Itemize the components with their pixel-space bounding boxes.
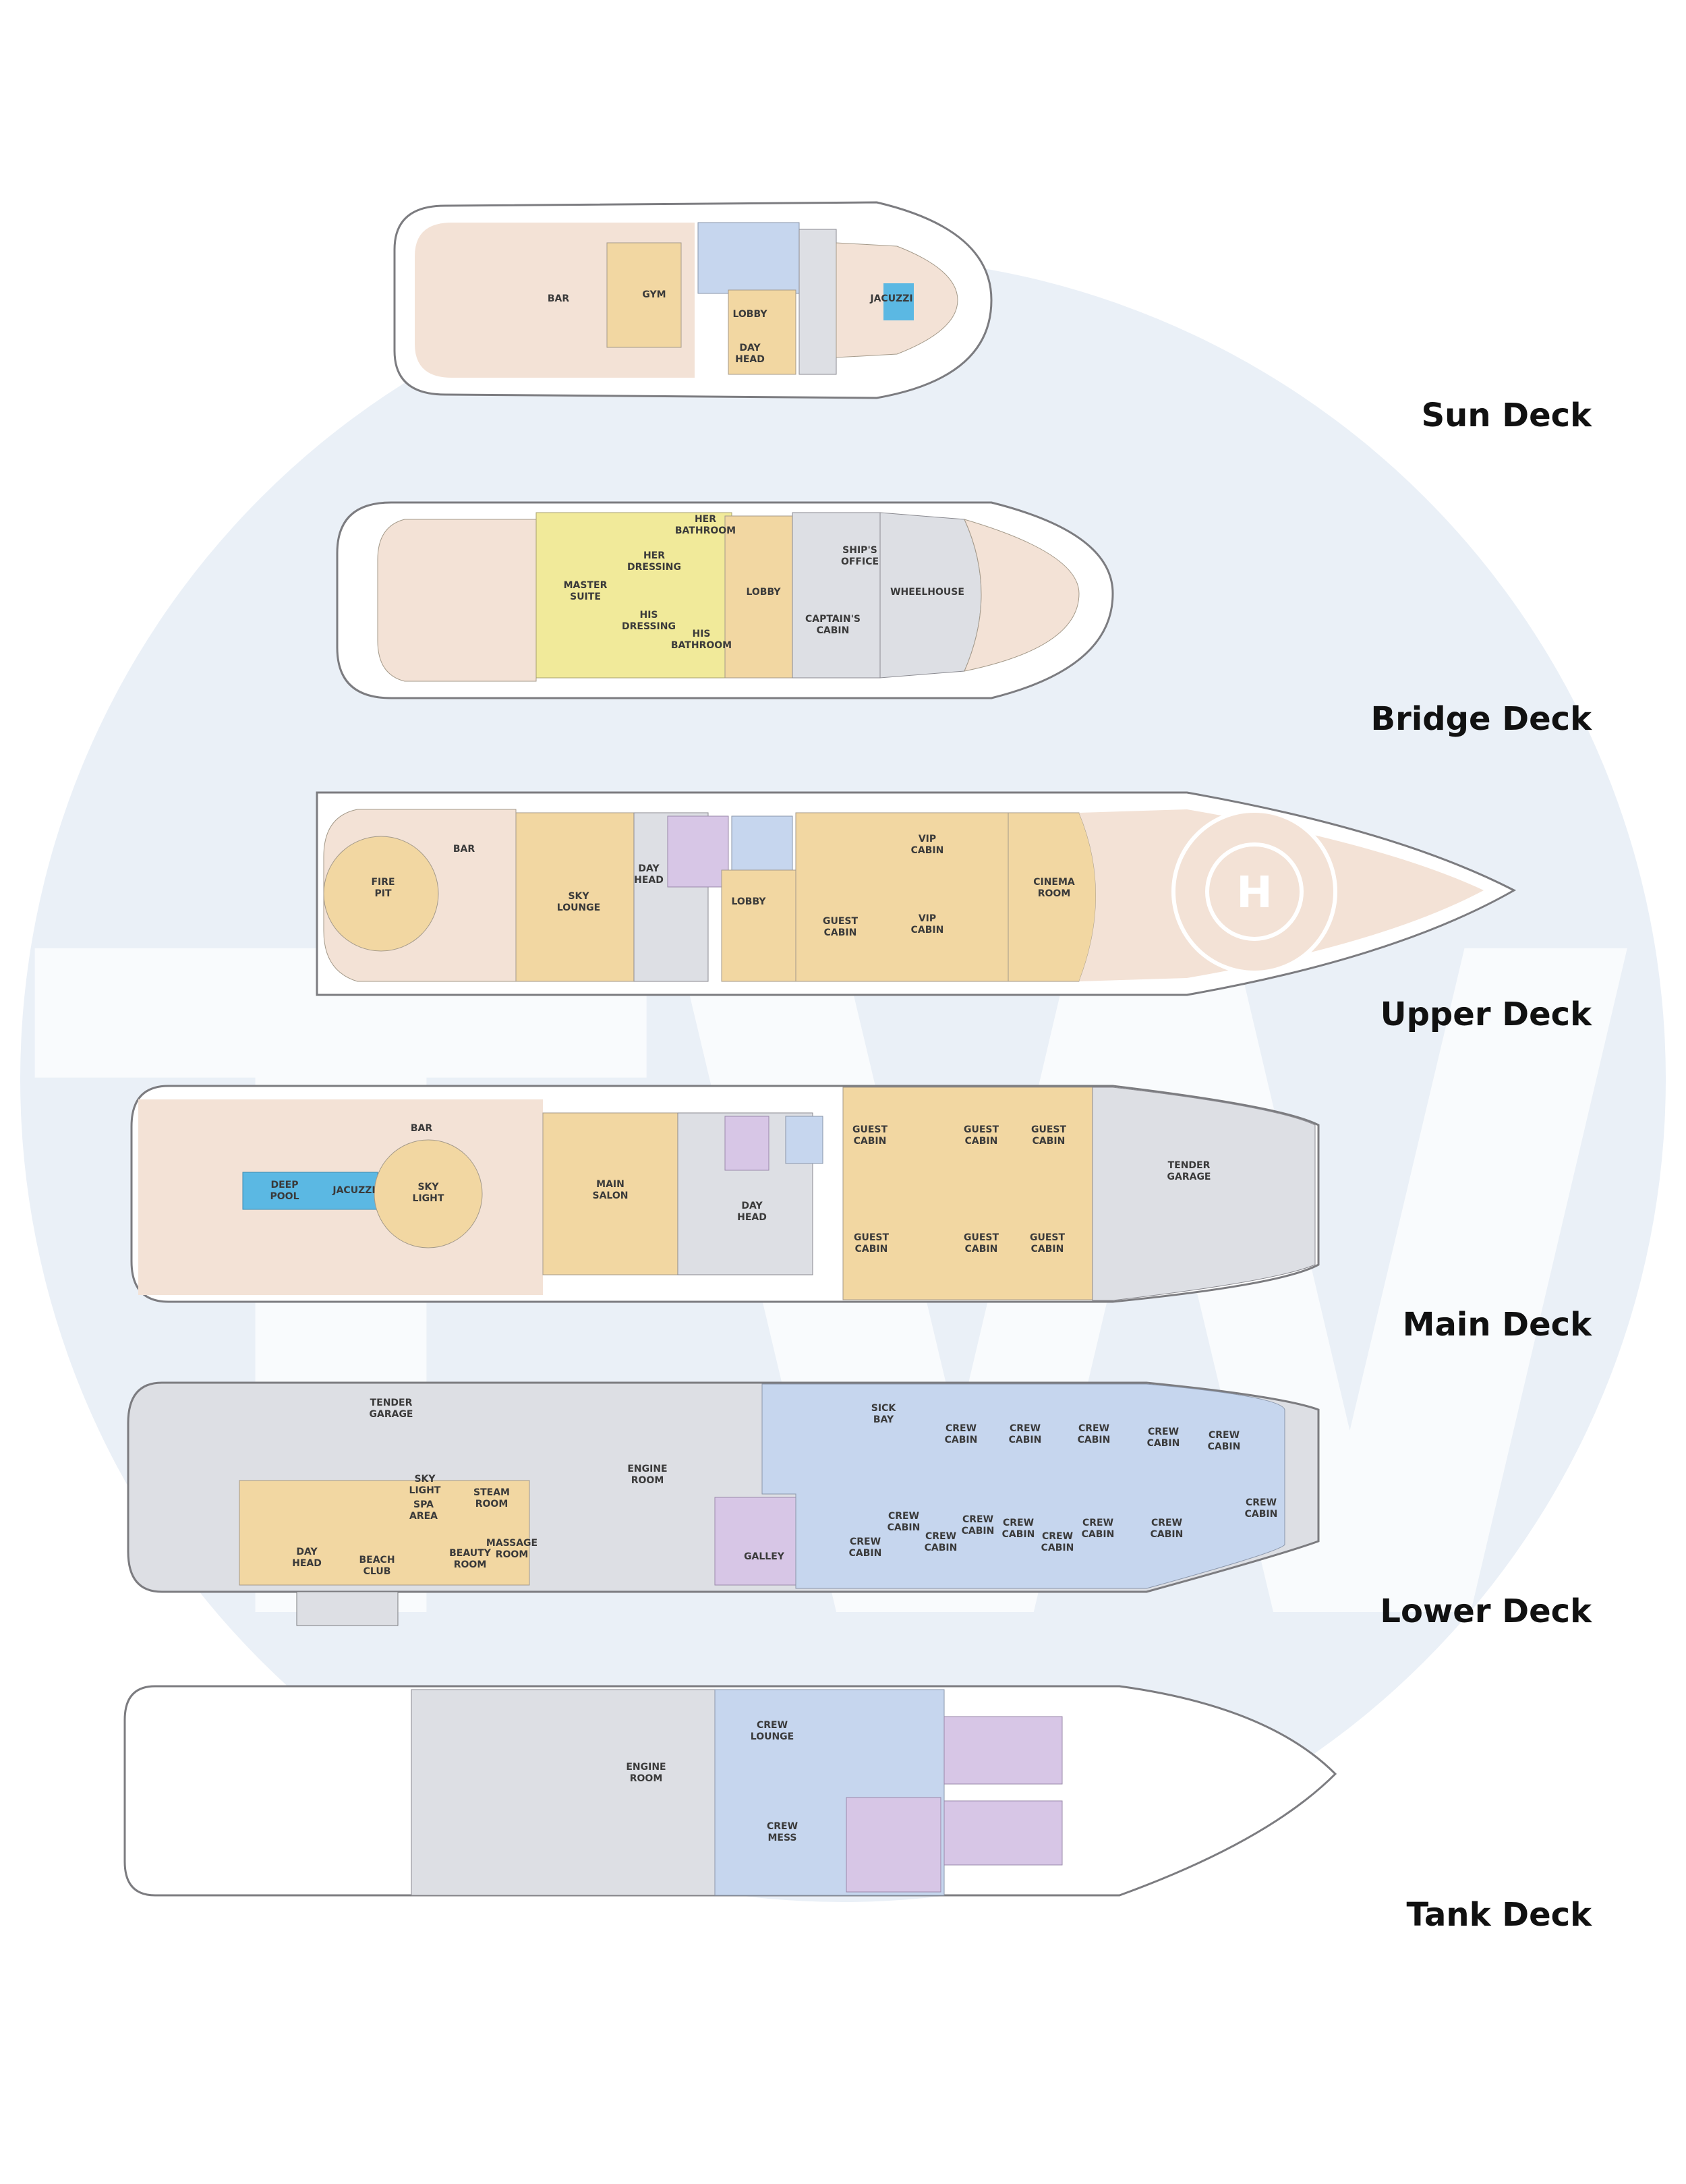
watermark-letters: TW — [30, 768, 1656, 1827]
